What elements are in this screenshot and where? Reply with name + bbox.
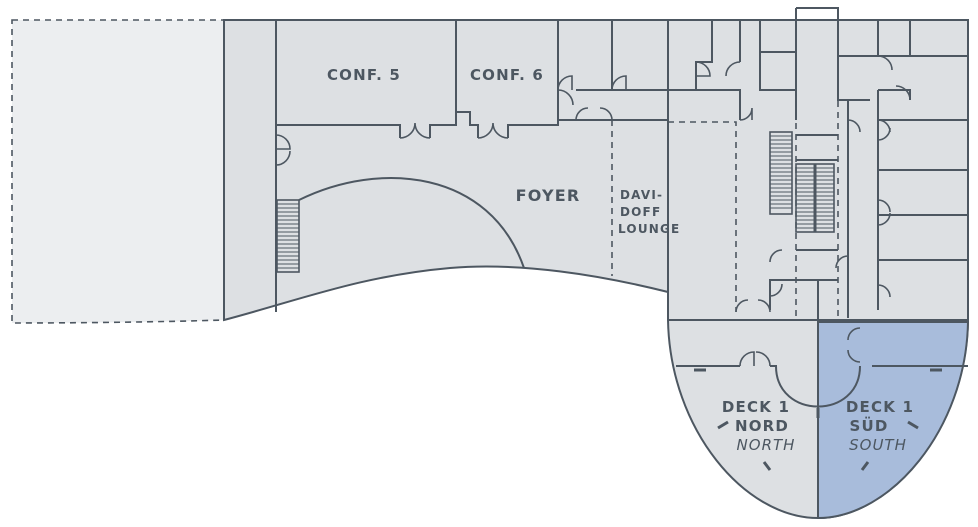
deck-1-south-label[interactable]: DECK 1 SÜD SOUTH bbox=[846, 398, 914, 454]
svg-text:SÜD: SÜD bbox=[849, 416, 888, 435]
svg-text:DOFF: DOFF bbox=[620, 205, 661, 219]
terrace-area bbox=[11, 19, 225, 324]
svg-text:DECK 1: DECK 1 bbox=[846, 398, 914, 416]
svg-text:LOUNGE: LOUNGE bbox=[618, 222, 680, 236]
foyer-label: FOYER bbox=[516, 186, 581, 205]
svg-text:NORD: NORD bbox=[735, 417, 789, 435]
staircase-left bbox=[276, 199, 300, 273]
staircase-center bbox=[769, 131, 835, 233]
davidoff-lounge-label: DAVI- DOFF LOUNGE bbox=[618, 188, 680, 236]
svg-text:NORTH: NORTH bbox=[737, 436, 796, 454]
svg-text:DAVI-: DAVI- bbox=[620, 188, 663, 202]
svg-text:DECK 1: DECK 1 bbox=[722, 398, 790, 416]
deck-1-south-room[interactable] bbox=[817, 321, 970, 520]
conf-6-label: CONF. 6 bbox=[470, 66, 544, 84]
svg-text:SOUTH: SOUTH bbox=[849, 436, 907, 454]
deck-1-north-label[interactable]: DECK 1 NORD NORTH bbox=[722, 398, 796, 454]
conf-5-label: CONF. 5 bbox=[327, 66, 401, 84]
